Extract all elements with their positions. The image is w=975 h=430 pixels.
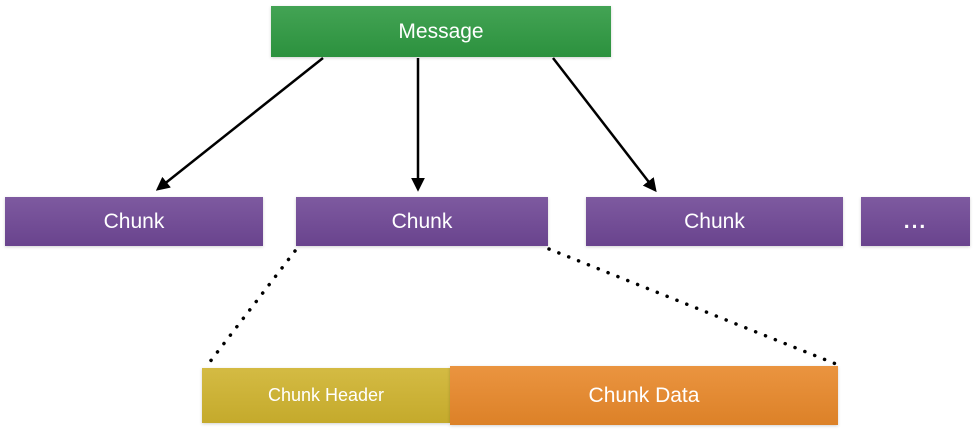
chunk-box-2: Chunk — [296, 197, 548, 246]
chunk-box-3: Chunk — [586, 197, 843, 246]
message-box: Message — [271, 6, 611, 57]
chunk-header-box: Chunk Header — [202, 368, 450, 423]
dotted-line-left-expand — [207, 249, 297, 365]
chunk-box-1: Chunk — [5, 197, 263, 246]
chunk-box-ellipsis: ... — [861, 197, 970, 246]
arrow-message-to-chunk1 — [155, 57, 324, 191]
chunk-data-box: Chunk Data — [450, 366, 838, 425]
dotted-line-right-expand — [547, 247, 838, 366]
arrow-message-to-chunk3 — [552, 57, 657, 193]
